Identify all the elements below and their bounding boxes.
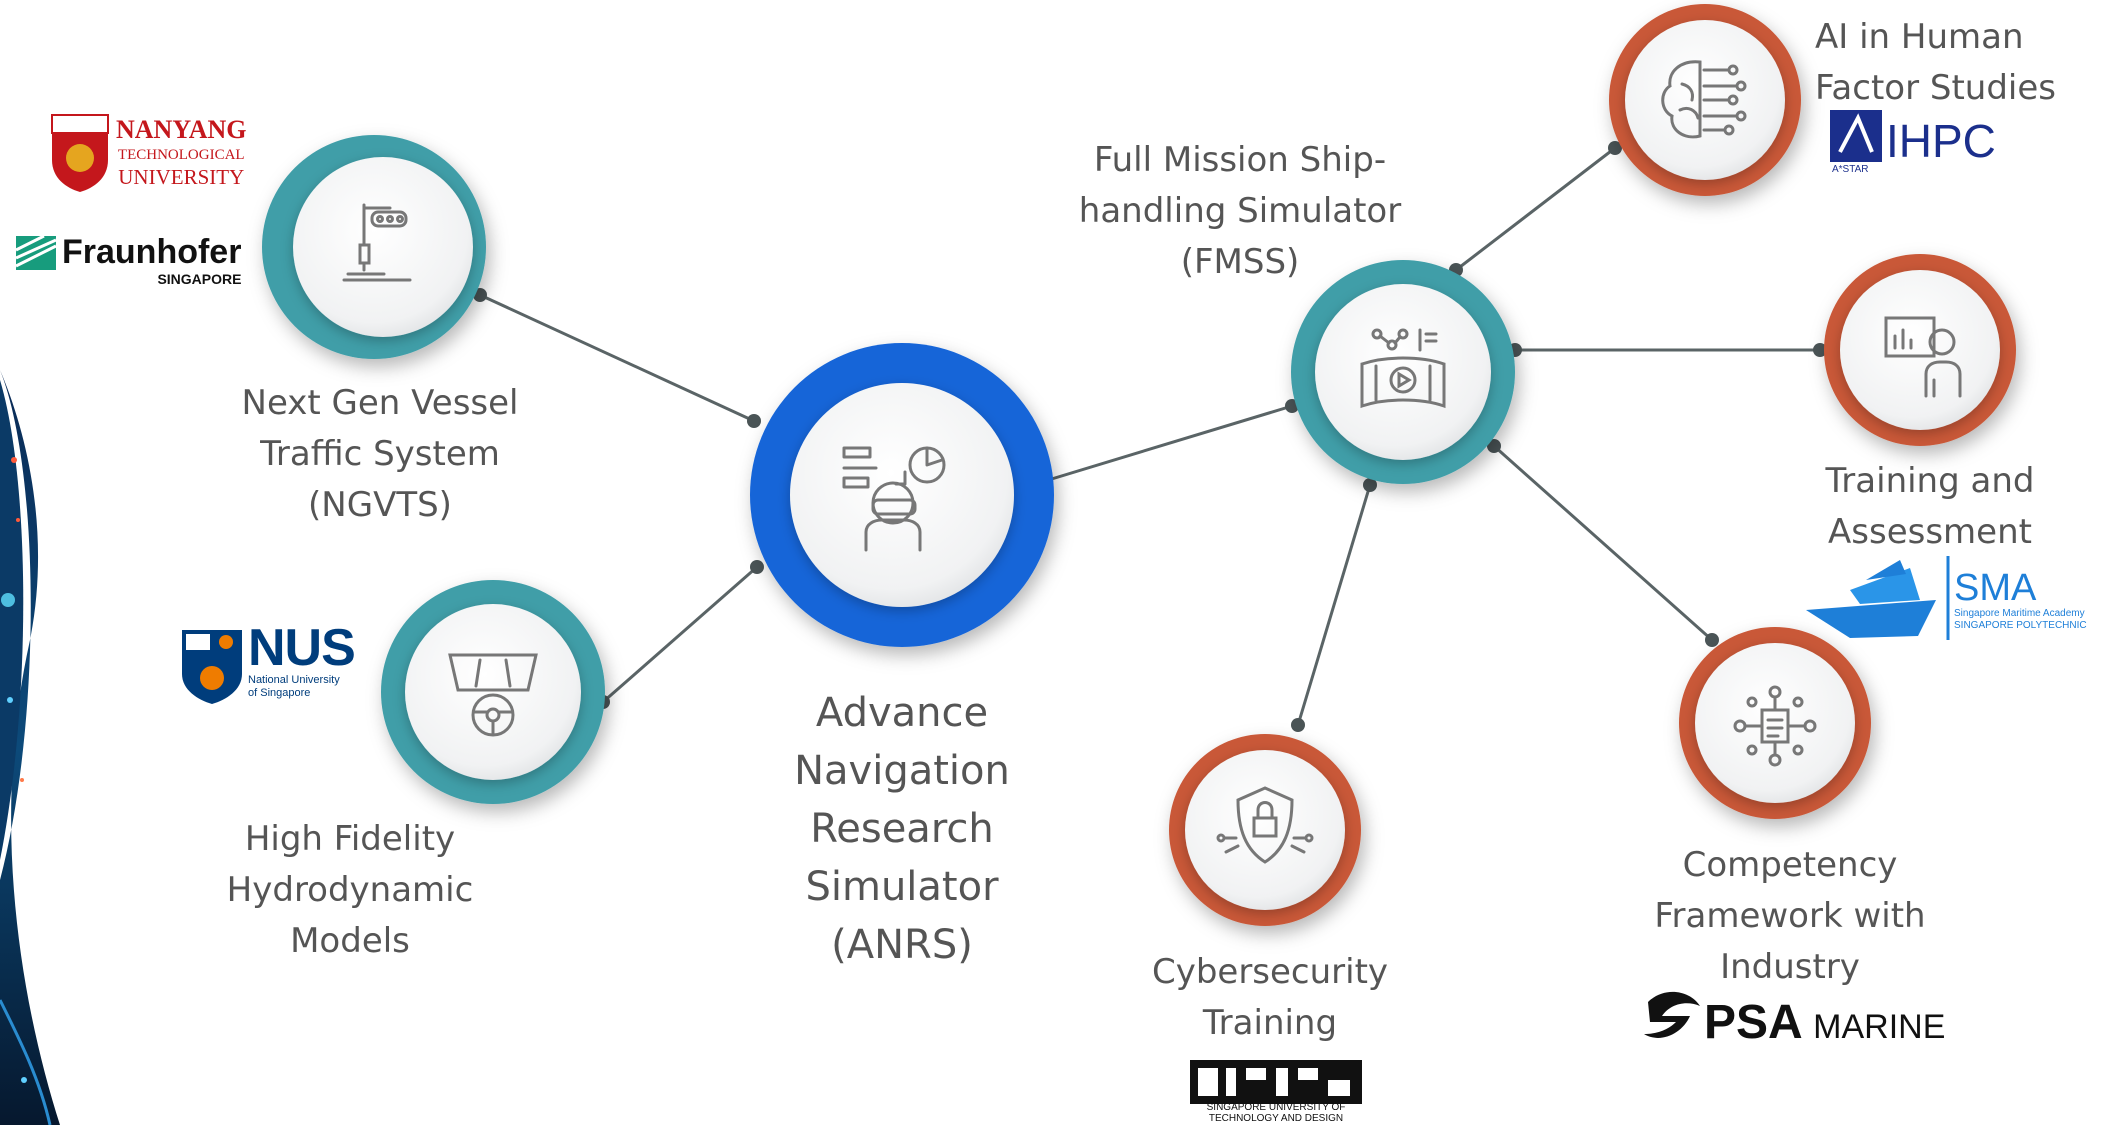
ntu-logo-crest bbox=[51, 114, 109, 192]
node-cybersecurity bbox=[1169, 734, 1361, 926]
cyber-label-line: Training bbox=[1202, 1003, 1338, 1043]
sma-logo-ship bbox=[1806, 556, 1950, 640]
node-competency-framework bbox=[1679, 627, 1871, 819]
fraunhofer-logo-sub: SINGAPORE bbox=[157, 271, 242, 287]
sutd-logo-sub: TECHNOLOGY AND DESIGN bbox=[1208, 1113, 1344, 1124]
fraunhofer-logo-mark bbox=[15, 234, 57, 270]
crane-icon bbox=[342, 203, 412, 282]
node-ngvts bbox=[262, 135, 486, 359]
ntu-logo-line: NANYANG bbox=[116, 115, 247, 144]
node-fmss bbox=[1291, 260, 1515, 484]
training-assessment-label: Training and Assessment bbox=[1800, 456, 2060, 558]
hydrodynamic-label-line: High Fidelity bbox=[244, 819, 456, 859]
nus-logo-sub: of Singapore bbox=[248, 687, 311, 699]
anrs-label-line: (ANRS) bbox=[831, 922, 973, 968]
anrs-label-line: Advance bbox=[815, 690, 989, 736]
ai-label-line: Factor Studies bbox=[1815, 68, 2057, 108]
psa-logo-name: PSA bbox=[1704, 996, 1803, 1049]
sma-logo-sub: SINGAPORE POLYTECHNIC bbox=[1954, 620, 2087, 631]
fraunhofer-logo-name: Fraunhofer bbox=[62, 233, 242, 271]
ihpc-logo-text: IHPC bbox=[1886, 118, 1996, 164]
psa-logo-suffix: MARINE bbox=[1813, 1008, 1946, 1046]
ntu-logo-text: NANYANG TECHNOLOGICAL UNIVERSITY bbox=[116, 115, 247, 189]
presenter-board-icon bbox=[1884, 316, 1962, 398]
ihpc-logo-name: IHPC bbox=[1886, 115, 1996, 167]
node-anrs bbox=[750, 343, 1054, 647]
anrs-label-line: Navigation bbox=[794, 748, 1010, 794]
node-hydrodynamic bbox=[381, 580, 605, 804]
sutd-logo-text: SINGAPORE UNIVERSITY OF TECHNOLOGY AND D… bbox=[1188, 1102, 1364, 1124]
anrs-label-line: Research bbox=[810, 806, 994, 852]
competency-framework-label: Competency Framework with Industry bbox=[1640, 840, 1940, 993]
fmss-label-line: Full Mission Ship- bbox=[1093, 140, 1387, 180]
nus-logo-crest bbox=[182, 630, 242, 704]
shield-lock-icon bbox=[1216, 786, 1314, 864]
ntu-logo-line: UNIVERSITY bbox=[118, 165, 245, 189]
ngvts-label-line: Next Gen Vessel bbox=[241, 383, 519, 423]
ntu-logo-line: TECHNOLOGICAL bbox=[117, 147, 245, 163]
simulator-screen-icon bbox=[1360, 328, 1446, 409]
hydrodynamic-label: High Fidelity Hydrodynamic Models bbox=[210, 814, 490, 967]
fmss-label-line: handling Simulator bbox=[1078, 191, 1402, 231]
hydrodynamic-label-line: Models bbox=[290, 921, 410, 961]
nus-logo-text: NUS National University of Singapore bbox=[248, 619, 356, 700]
astar-logo-mark bbox=[1830, 110, 1882, 162]
ai-label-line: AI in Human bbox=[1815, 17, 2024, 57]
cybersecurity-label: Cybersecurity Training bbox=[1140, 947, 1400, 1049]
psa-logo-mark bbox=[1644, 991, 1700, 1038]
fraunhofer-logo-text: Fraunhofer SINGAPORE bbox=[62, 234, 241, 288]
vr-operator-icon bbox=[842, 446, 946, 552]
ai-human-factors-label: AI in Human Factor Studies bbox=[1815, 12, 2065, 114]
training-label-line: Assessment bbox=[1828, 512, 2032, 552]
anrs-label: Advance Navigation Research Simulator (A… bbox=[782, 684, 1022, 974]
astar-logo-sub: A*STAR bbox=[1832, 164, 1869, 175]
left-edge-globe-decoration bbox=[0, 370, 60, 1125]
ship-wheel-icon bbox=[448, 653, 538, 737]
sma-logo-name: SMA bbox=[1954, 567, 2037, 609]
connector-lines bbox=[479, 146, 1820, 726]
sutd-logo-sub: SINGAPORE UNIVERSITY OF bbox=[1206, 1102, 1346, 1113]
network-document-icon bbox=[1733, 685, 1817, 767]
nus-logo-sub: National University bbox=[248, 674, 340, 686]
nus-logo-name: NUS bbox=[248, 619, 356, 677]
brain-circuit-icon bbox=[1661, 60, 1747, 139]
training-label-line: Training and bbox=[1825, 461, 2035, 501]
astar-logo-text: A*STAR bbox=[1832, 164, 1869, 175]
node-ai-human-factors bbox=[1609, 4, 1801, 196]
sma-logo-sub: Singapore Maritime Academy bbox=[1954, 608, 2085, 619]
sma-logo-text: SMA Singapore Maritime Academy SINGAPORE… bbox=[1954, 568, 2087, 632]
competency-label-line: Framework with bbox=[1654, 896, 1926, 936]
cyber-label-line: Cybersecurity bbox=[1151, 952, 1389, 992]
competency-label-line: Competency bbox=[1682, 845, 1898, 885]
ngvts-label-line: (NGVTS) bbox=[308, 485, 452, 525]
ngvts-label: Next Gen Vessel Traffic System (NGVTS) bbox=[230, 378, 530, 531]
node-training-assessment bbox=[1824, 254, 2016, 446]
psa-logo-text: PSA MARINE bbox=[1704, 998, 1945, 1052]
competency-label-line: Industry bbox=[1720, 947, 1860, 987]
anrs-label-line: Simulator bbox=[805, 864, 999, 910]
fmss-label: Full Mission Ship- handling Simulator (F… bbox=[1070, 135, 1410, 288]
ngvts-label-line: Traffic System bbox=[260, 434, 500, 474]
hydrodynamic-label-line: Hydrodynamic bbox=[226, 870, 474, 910]
sutd-logo-mark bbox=[1190, 1060, 1362, 1104]
fmss-label-line: (FMSS) bbox=[1180, 242, 1300, 282]
